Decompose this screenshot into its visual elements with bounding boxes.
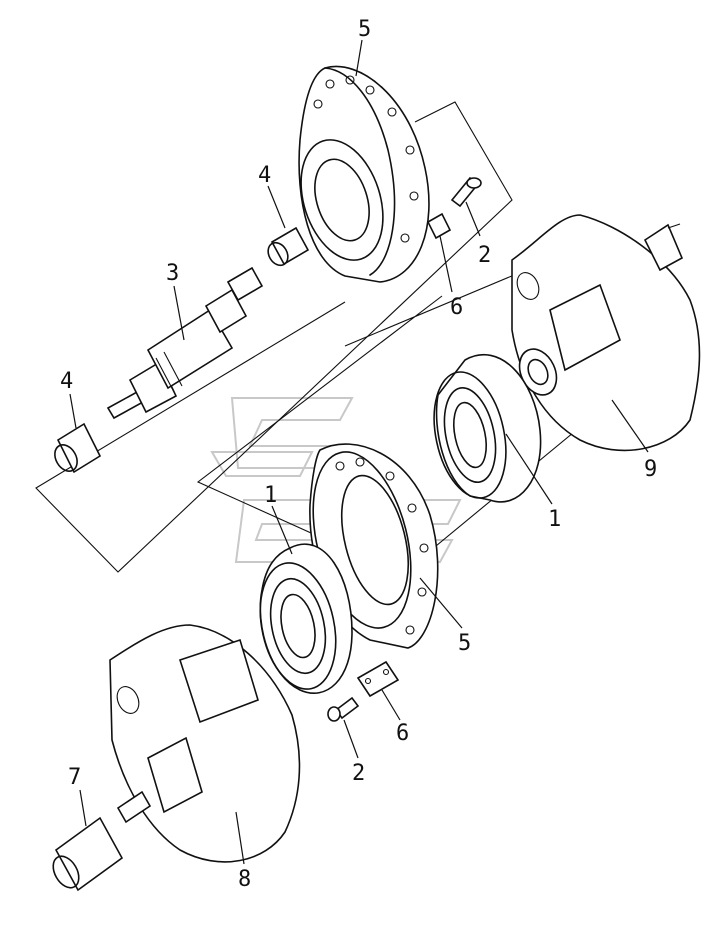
gearbox-bracket-right bbox=[511, 214, 701, 452]
roller-bearing-right bbox=[433, 353, 542, 503]
leader-lines bbox=[69, 39, 649, 865]
bolt-lower bbox=[327, 696, 360, 722]
roller-bearing-left bbox=[259, 543, 353, 695]
callout-9: 9 bbox=[644, 457, 657, 482]
callout-3: 3 bbox=[166, 261, 179, 286]
callout-6-lower: 6 bbox=[396, 721, 409, 746]
callout-1-left: 1 bbox=[264, 483, 277, 508]
shaft bbox=[106, 266, 264, 420]
flange-housing-upper bbox=[298, 65, 430, 283]
sleeve bbox=[52, 790, 152, 892]
callout-2-upper: 2 bbox=[478, 243, 491, 268]
bushing-upper bbox=[267, 226, 310, 267]
callout-6-upper: 6 bbox=[450, 295, 463, 320]
callout-4-lower: 4 bbox=[60, 369, 73, 394]
callout-5-middle: 5 bbox=[458, 631, 471, 656]
lock-plate-upper bbox=[426, 212, 452, 240]
callout-2-lower: 2 bbox=[352, 761, 365, 786]
callout-5-top: 5 bbox=[358, 17, 371, 42]
callout-7: 7 bbox=[68, 765, 81, 790]
callout-1-right: 1 bbox=[548, 507, 561, 532]
lock-plate-lower bbox=[356, 660, 400, 698]
callout-8: 8 bbox=[238, 867, 251, 892]
gearbox-bracket-left bbox=[109, 624, 301, 863]
bolt-upper bbox=[450, 176, 482, 208]
callout-4-upper: 4 bbox=[258, 163, 271, 188]
bushing-lower bbox=[54, 422, 102, 474]
